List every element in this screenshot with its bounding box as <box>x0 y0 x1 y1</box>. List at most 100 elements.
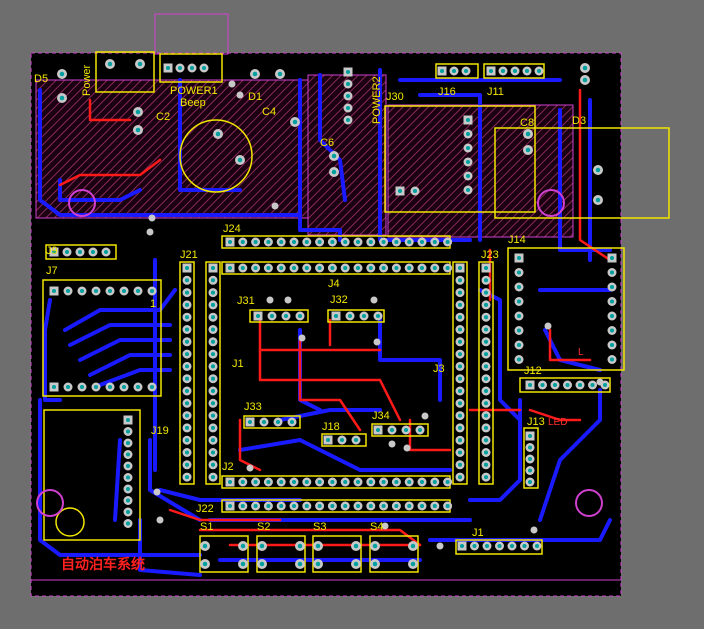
label-j21: J21 <box>180 249 198 261</box>
label-j14: J14 <box>508 234 526 246</box>
pad-hole <box>355 479 361 485</box>
pad-hole <box>445 479 450 485</box>
pad-hole <box>240 561 246 567</box>
pad-hole <box>375 427 381 433</box>
label-j10: J1 <box>472 527 484 539</box>
pad-hole <box>210 376 216 381</box>
pad-hole <box>333 313 339 319</box>
pad-hole <box>483 302 489 307</box>
pad-hole <box>609 255 615 261</box>
pad-hole <box>459 543 465 549</box>
pad-hole <box>483 425 489 430</box>
label-j34: J34 <box>372 410 390 422</box>
pad-hole <box>135 288 141 294</box>
pad-hole <box>457 425 463 430</box>
pad-hole <box>291 503 297 509</box>
pad-hole <box>410 543 416 549</box>
pad-hole <box>275 419 281 425</box>
pad-hole <box>292 119 298 125</box>
pad-hole <box>534 543 540 549</box>
pad-hole <box>107 384 113 390</box>
label-d3: D3 <box>572 115 586 127</box>
pad-hole <box>525 131 531 137</box>
pad-hole <box>465 173 471 179</box>
label-j30: J30 <box>386 91 404 103</box>
pad-hole <box>432 479 437 485</box>
pad-hole <box>135 109 141 115</box>
pad-hole <box>353 561 359 567</box>
pad-hole <box>516 328 522 333</box>
pad-hole <box>317 265 322 271</box>
pad-hole <box>590 382 595 388</box>
pad-hole <box>184 462 190 467</box>
pad-hole <box>279 503 284 509</box>
pad-hole <box>93 384 99 390</box>
pad-hole <box>125 509 131 515</box>
pad-hole <box>184 352 190 357</box>
label-c6: C6 <box>320 137 334 149</box>
pad-hole <box>184 327 190 332</box>
pad-hole <box>343 239 348 245</box>
pad-hole <box>432 503 437 509</box>
pad-hole <box>483 450 489 455</box>
pad-hole <box>269 313 275 319</box>
pad-hole <box>253 503 258 509</box>
label-power1: POWER1 <box>170 85 218 97</box>
pad-hole <box>483 352 489 357</box>
pad-hole <box>522 543 527 549</box>
pad-hole <box>149 288 155 294</box>
pad-hole <box>445 265 450 271</box>
pad-hole <box>516 299 522 304</box>
via <box>148 214 156 222</box>
pad-hole <box>240 239 245 245</box>
pad-hole <box>279 479 284 485</box>
pad-hole <box>330 479 335 485</box>
pad-hole <box>394 265 399 271</box>
pad-hole <box>483 290 489 295</box>
pad-hole <box>283 313 289 319</box>
pad-hole <box>64 249 70 255</box>
label-j2: J2 <box>222 461 234 473</box>
pad-hole <box>125 463 131 469</box>
label-c8: C8 <box>520 117 534 129</box>
pad-hole <box>484 543 490 549</box>
via <box>146 228 154 236</box>
pad-hole <box>345 69 351 75</box>
pad-hole <box>565 382 570 388</box>
pad-hole <box>184 401 190 406</box>
label-pin1: 1 <box>150 298 156 310</box>
pad-hole <box>407 265 412 271</box>
pad-hole <box>465 187 471 193</box>
pad-hole <box>457 438 463 443</box>
pad-hole <box>609 328 615 333</box>
pad-hole <box>345 81 351 87</box>
pad-hole <box>524 68 530 74</box>
pad-hole <box>419 239 425 245</box>
pad-hole <box>266 239 271 245</box>
pad-hole <box>394 479 399 485</box>
pad-hole <box>210 290 216 295</box>
pad-hole <box>595 167 601 173</box>
pad-hole <box>289 419 295 425</box>
label-power2: POWER2 <box>371 76 383 124</box>
pad-hole <box>227 239 233 245</box>
pad-hole <box>325 437 331 443</box>
pad-hole <box>609 313 615 319</box>
via <box>403 444 411 452</box>
label-j4: J4 <box>328 278 340 290</box>
pad-hole <box>516 284 522 290</box>
label-beep: Beep <box>180 97 206 109</box>
pad-hole <box>266 479 271 485</box>
via <box>266 296 274 304</box>
label-j9: J9 <box>46 245 58 257</box>
pad-hole <box>51 288 57 294</box>
pad-hole <box>609 299 615 304</box>
pad-hole <box>483 462 489 467</box>
label-j24: J24 <box>223 223 241 235</box>
pad-hole <box>457 462 463 467</box>
pad-hole <box>419 479 425 485</box>
label-j22: J22 <box>196 503 214 515</box>
pad-hole <box>79 288 85 294</box>
pad-hole <box>184 364 190 369</box>
